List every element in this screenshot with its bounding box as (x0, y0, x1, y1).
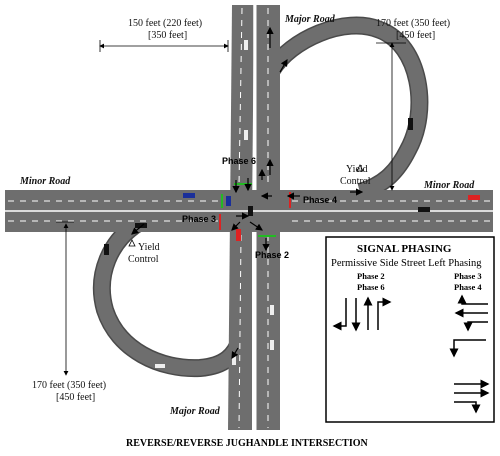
phase-label: Phase 3 (182, 214, 216, 224)
figure-caption: REVERSE/REVERSE JUGHANDLE INTERSECTION (126, 438, 369, 449)
car (155, 364, 165, 368)
signal-phasing-box: SIGNAL PHASING Permissive Side Street Le… (325, 236, 495, 423)
phase-label: Phase 2 (255, 250, 289, 260)
car (135, 223, 147, 228)
car (270, 305, 274, 315)
yield-sign-icon (128, 239, 136, 247)
major-road-label: Major Road (284, 14, 336, 25)
phase-2-6-arrows-icon (332, 296, 392, 332)
yield-label: Yield (138, 242, 160, 253)
car-blue (226, 196, 231, 206)
minor-road-label: Minor Road (19, 176, 71, 187)
jughandle-bottom-left (92, 214, 249, 378)
phase-3-arrows-icon (454, 294, 488, 332)
dimension-label: 170 feet (350 feet) (376, 18, 450, 29)
car-red (236, 229, 241, 241)
dimension-label: [450 feet] (56, 392, 95, 403)
phase-heading: Phase 4 (454, 282, 482, 292)
car (408, 118, 413, 130)
minor-road-label: Minor Road (423, 180, 475, 191)
phase-label: Phase 6 (222, 156, 256, 166)
major-road-label: Major Road (169, 406, 221, 417)
car-blue (183, 193, 195, 198)
signal-phasing-title: SIGNAL PHASING (357, 243, 452, 255)
yield-label: Control (128, 254, 159, 265)
phase-heading: Phase 2 (357, 271, 385, 281)
flow-arrows (131, 26, 364, 360)
jughandle-top-right (264, 16, 429, 201)
phase-4-arrows-icon (449, 339, 490, 414)
yield-label: Yield (346, 164, 368, 175)
dimension-label: [450 feet] (396, 30, 435, 41)
yield-label: Control (340, 176, 371, 187)
car-red (468, 195, 480, 200)
dimension-label: 170 feet (350 feet) (32, 380, 106, 391)
car (232, 355, 236, 365)
car (248, 206, 253, 216)
signal-phasing-subtitle: Permissive Side Street Left Phasing (331, 258, 482, 269)
yield-sign-icon (356, 164, 364, 172)
phase-heading: Phase 3 (454, 271, 482, 281)
dimension-label: 150 feet (220 feet) (128, 18, 202, 29)
phase-label: Phase 4 (303, 195, 337, 205)
car (244, 130, 248, 140)
vehicles (104, 40, 480, 368)
car (104, 244, 109, 255)
dimension-label: [350 feet] (148, 30, 187, 41)
car (244, 40, 248, 50)
car (418, 207, 430, 212)
dimensions (56, 40, 406, 376)
car (270, 340, 274, 350)
phase-heading: Phase 6 (357, 282, 385, 292)
